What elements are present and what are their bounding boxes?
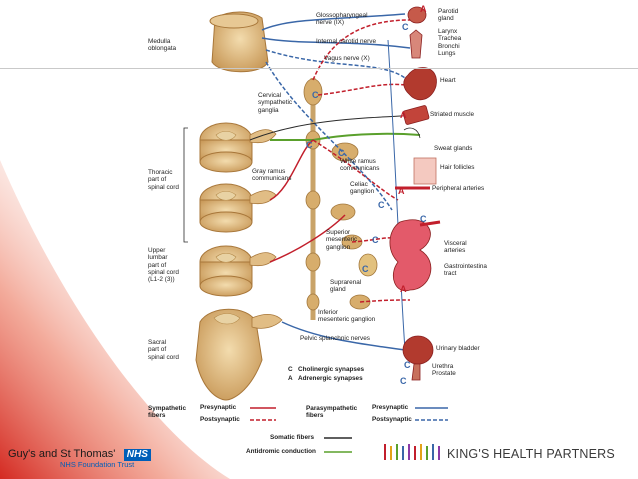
guys-st-thomas-logo: Guy's and St Thomas' NHS (8, 444, 151, 462)
legend-lines (250, 407, 448, 453)
label-vagus: Vagus nerve (X) (324, 55, 370, 62)
label-heart: Heart (440, 77, 456, 84)
khp-logo-mark (384, 444, 440, 460)
legend-parasympathetic: Parasympathetic fibers (306, 405, 358, 420)
legend-symp-postsynaptic: Postsynaptic (200, 416, 240, 423)
nhs-badge: NHS (123, 449, 151, 461)
key-adrenergic-letter: A (288, 375, 293, 382)
svg-text:A: A (398, 186, 405, 196)
key-cholinergic-letter: C (288, 366, 293, 373)
label-celiac: Celiac ganglion (350, 181, 375, 196)
svg-text:A: A (420, 4, 427, 14)
label-pelvic-splanchnic: Pelvic splanchnic nerves (300, 335, 370, 342)
svg-text:C: C (338, 148, 345, 158)
slide-divider (0, 68, 638, 69)
legend-para-postsynaptic: Postsynaptic (372, 416, 412, 423)
organs (389, 6, 441, 381)
kings-health-partners-logo: KING'S HEALTH PARTNERS (447, 447, 615, 461)
label-striated-muscle: Striated muscle (430, 111, 475, 118)
label-visceral-arteries: Visceral arteries (444, 240, 467, 255)
svg-text:A: A (400, 284, 407, 294)
label-airways: Larynx Trachea Bronchi Lungs (438, 28, 462, 57)
svg-text:C: C (312, 90, 319, 100)
label-parotid: Parotid gland (438, 8, 459, 23)
label-gray-ramus: Gray ramus communicans (252, 168, 292, 183)
label-white-ramus: White ramus communicans (340, 158, 380, 173)
label-inferior-mesenteric: Inferior mesenteric ganglion (318, 309, 376, 324)
synapse-markers: C C C C C C C A A A C A C C (306, 4, 427, 386)
grey-matter (213, 130, 241, 325)
svg-text:C: C (378, 200, 385, 210)
nerve-roots (249, 129, 283, 329)
label-urinary-bladder: Urinary bladder (436, 345, 480, 352)
nhs-foundation-trust: NHS Foundation Trust (60, 460, 135, 469)
legend-symp-presynaptic: Presynaptic (200, 404, 237, 411)
legend-sympathetic: Sympathetic fibers (148, 405, 187, 420)
label-peripheral-arteries: Peripheral arteries (432, 185, 485, 192)
svg-text:A: A (400, 110, 407, 120)
region-brace (183, 127, 188, 243)
label-glossopharyngeal: Glossopharyngeal nerve (IX) (316, 12, 368, 27)
label-gastrointestinal: Gastrointestina tract (444, 263, 487, 278)
legend-somatic: Somatic fibers (270, 434, 315, 441)
label-thoracic: Thoracic part of spinal cord (148, 169, 179, 191)
label-internal-carotid: Internal carotid nerve (316, 38, 377, 45)
label-urethra-prostate: Urethra Prostate (432, 363, 456, 378)
legend-para-presynaptic: Presynaptic (372, 404, 409, 411)
guys-org-name: Guy's and St Thomas' (8, 448, 116, 460)
label-superior-mesenteric: Superior mesenteric ganglion (326, 229, 358, 251)
label-medulla: Medulla oblongata (148, 38, 177, 53)
svg-text:C: C (362, 264, 369, 274)
label-sacral: Sacral part of spinal cord (148, 339, 179, 361)
svg-text:C: C (402, 22, 409, 32)
legend-antidromic: Antidromic conduction (246, 448, 316, 455)
label-upper-lumbar: Upper lumbar part of spinal cord (L1-2 (… (148, 247, 179, 284)
label-suprarenal: Suprarenal gland (330, 279, 362, 294)
key-adrenergic: Adrenergic synapses (298, 375, 363, 382)
key-cholinergic: Cholinergic synapses (298, 366, 365, 373)
label-sweat-glands: Sweat glands (434, 145, 473, 152)
spinal-cord (195, 11, 269, 401)
fiber-tracts (249, 13, 421, 351)
svg-text:C: C (372, 235, 379, 245)
svg-text:C: C (306, 140, 313, 150)
label-cervical-ganglia: Cervical sympathetic ganglia (258, 92, 293, 114)
svg-text:C: C (404, 360, 411, 370)
svg-text:C: C (420, 214, 427, 224)
corner-gradient (0, 160, 230, 479)
label-hair-follicles: Hair follicles (440, 164, 475, 171)
svg-text:C: C (400, 376, 407, 386)
